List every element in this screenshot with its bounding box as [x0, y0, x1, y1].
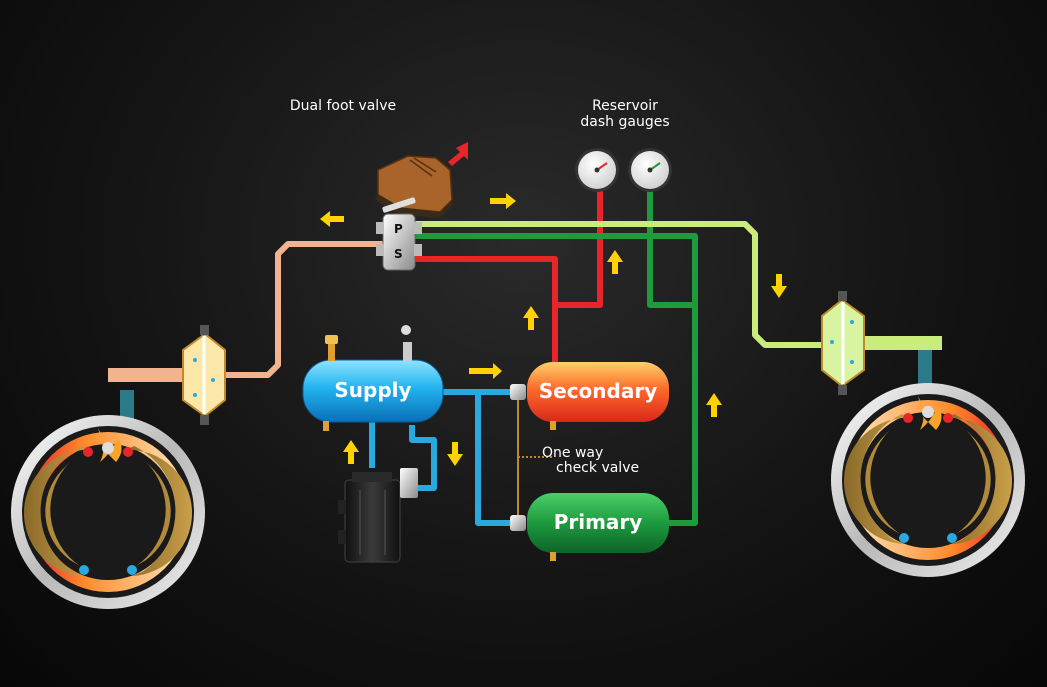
- check-valve-label-line2: check valve: [556, 460, 640, 476]
- primary-tank: [527, 493, 669, 561]
- secondary-check-valve: [510, 384, 526, 400]
- primary-to-valve-line: [415, 233, 698, 526]
- supply-tank-label: Supply: [334, 378, 412, 402]
- secondary-to-valve-line: [415, 256, 558, 362]
- primary-tank-label: Primary: [553, 510, 643, 534]
- secondary-tank-label: Secondary: [538, 379, 658, 403]
- foot-valve-label: Dual foot valve: [289, 98, 397, 114]
- foot-pressure-arrow-icon: [448, 142, 468, 166]
- check-valve-bracket: [517, 400, 552, 515]
- valve-port-secondary: S: [394, 247, 403, 261]
- arrow-down-icon: [447, 442, 463, 466]
- flow-arrows: [320, 193, 787, 466]
- supply-tank: [302, 325, 444, 431]
- boot-icon: [375, 155, 453, 218]
- arrow-left-icon: [320, 211, 344, 227]
- rear-brake-chamber: [821, 291, 942, 395]
- governor: [400, 468, 418, 498]
- governor-line: [409, 425, 437, 491]
- front-delivery-line: [220, 241, 385, 378]
- supply-lines: [369, 389, 515, 526]
- arrow-up-icon: [523, 306, 539, 330]
- secondary-gauge: [575, 148, 619, 192]
- secondary-lines: [415, 190, 603, 362]
- rear-brake-drum: [831, 383, 1025, 577]
- air-compressor: [338, 468, 418, 563]
- arrow-up-icon: [607, 250, 623, 274]
- secondary-gauge-line: [555, 190, 603, 308]
- check-valve-label-line1: One way: [542, 445, 604, 461]
- arrow-right-icon: [490, 193, 516, 209]
- front-brake-chamber: [108, 325, 226, 425]
- arrow-up-icon: [706, 393, 722, 417]
- secondary-tank: [527, 362, 669, 430]
- arrow-right-icon: [469, 363, 502, 379]
- primary-check-valve: [510, 515, 526, 531]
- primary-gauge: [628, 148, 672, 192]
- arrow-down-icon: [771, 274, 787, 298]
- primary-lines: [415, 190, 698, 526]
- primary-gauge-line: [647, 190, 695, 308]
- supply-to-primary-line: [475, 392, 515, 526]
- valve-port-primary: P: [394, 222, 403, 236]
- dual-foot-valve: [376, 213, 422, 271]
- rear-delivery-line: [415, 221, 832, 348]
- front-brake-drum: [11, 415, 205, 609]
- gauges-label-line1: Reservoir: [592, 98, 658, 114]
- gauges-label-line2: dash gauges: [580, 114, 670, 130]
- arrow-up-icon: [343, 440, 359, 464]
